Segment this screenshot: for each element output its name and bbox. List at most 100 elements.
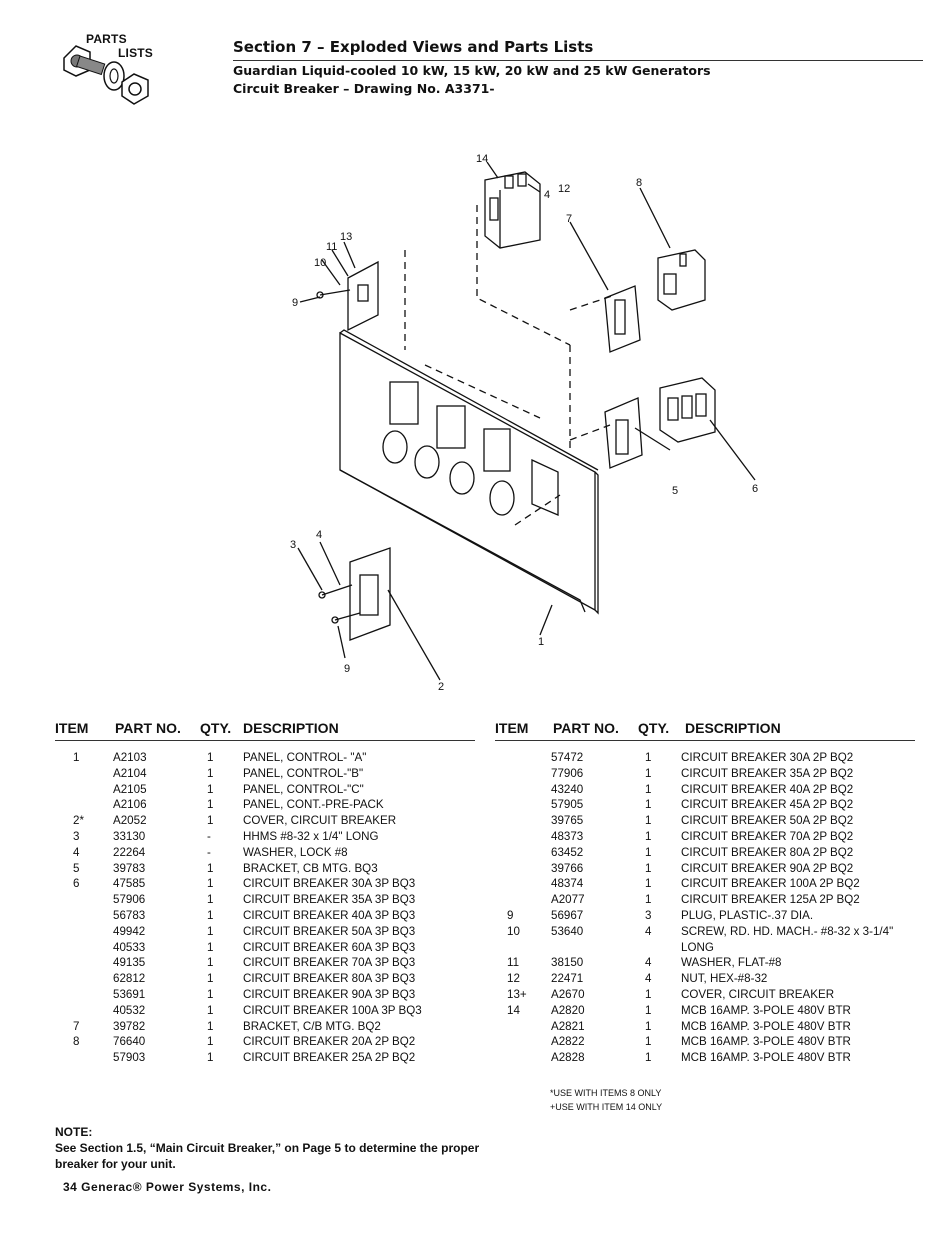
row-qty: 1 (645, 987, 652, 1001)
row-part-no: 48374 (551, 877, 584, 891)
row-qty: 1 (645, 766, 652, 780)
row-item: 7 (73, 1019, 80, 1033)
bracket-5-shape (604, 397, 643, 469)
row-description: MCB 16AMP. 3-POLE 480V BTR (681, 1003, 851, 1017)
row-part-no: A2106 (113, 798, 147, 812)
row-description: CIRCUIT BREAKER 60A 3P BQ3 (243, 940, 416, 954)
callout-label: 7 (566, 213, 572, 225)
row-qty: 1 (645, 1003, 652, 1017)
row-qty: 1 (645, 782, 652, 796)
page-footer: 34 Generac® Power Systems, Inc. (63, 1180, 272, 1194)
row-description: CIRCUIT BREAKER 45A 2P BQ2 (681, 798, 854, 812)
callout-label: 12 (558, 183, 570, 195)
row-description: WASHER, FLAT-#8 (681, 956, 782, 970)
generator-subtitle: Guardian Liquid-cooled 10 kW, 15 kW, 20 … (233, 63, 711, 78)
parts-lists-logo: PARTS LISTS (58, 30, 178, 110)
row-part-no: A2052 (113, 814, 147, 828)
row-qty: 1 (645, 1051, 652, 1065)
row-description: PANEL, CONTROL-"C" (243, 782, 364, 796)
row-qty: 1 (207, 1051, 214, 1065)
row-description: PANEL, CONTROL-"B" (243, 766, 364, 780)
row-qty: 1 (645, 751, 652, 764)
panel-cutout (483, 428, 511, 472)
row-description: CIRCUIT BREAKER 100A 2P BQ2 (681, 877, 860, 891)
row-qty: 1 (207, 940, 214, 954)
row-part-no: 47585 (113, 877, 146, 891)
row-part-no: 48373 (551, 829, 584, 843)
row-part-no: 56967 (551, 908, 584, 922)
col-part-no: PART NO. (553, 720, 619, 736)
row-description: CIRCUIT BREAKER 35A 3P BQ3 (243, 893, 416, 907)
row-part-no: 39783 (113, 861, 146, 875)
table-row: 40533 1 CIRCUIT BREAKER 60A 3P BQ3 (55, 941, 475, 957)
row-description: SCREW, RD. HD. MACH.- #8-32 x 3-1/4" (681, 924, 894, 938)
row-part-no: A2105 (113, 782, 147, 796)
logo-word-parts: PARTS (86, 32, 127, 46)
row-part-no: 77906 (551, 766, 584, 780)
row-qty: 1 (207, 877, 214, 891)
row-qty: 1 (207, 751, 214, 764)
col-item: ITEM (495, 720, 529, 736)
panel-round-cutout (414, 445, 440, 479)
row-item: 8 (73, 1035, 80, 1049)
row-part-no: A2103 (113, 751, 147, 764)
table-row: A2104 1 PANEL, CONTROL-"B" (55, 767, 475, 783)
col-description: DESCRIPTION (685, 720, 781, 736)
row-part-no: A2104 (113, 766, 147, 780)
row-part-no: 57905 (551, 798, 584, 812)
callout-label: 4 (316, 529, 322, 541)
panel-round-cutout (382, 430, 408, 464)
row-item: 13+ (507, 987, 527, 1001)
callout-label: 10 (314, 257, 326, 269)
row-part-no: 56783 (113, 908, 146, 922)
row-description: CIRCUIT BREAKER 40A 3P BQ3 (243, 908, 416, 922)
row-qty: 1 (645, 1035, 652, 1049)
row-item: 9 (507, 908, 514, 922)
row-item: 2* (73, 814, 84, 828)
row-description: CIRCUIT BREAKER 20A 2P BQ2 (243, 1035, 416, 1049)
row-description: BRACKET, CB MTG. BQ3 (243, 861, 378, 875)
row-part-no: 39782 (113, 1019, 146, 1033)
panel-round-cutout (449, 461, 475, 495)
col-description: DESCRIPTION (243, 720, 339, 736)
row-part-no: 57903 (113, 1051, 146, 1065)
row-qty: 1 (207, 987, 214, 1001)
section-title: Section 7 – Exploded Views and Parts Lis… (233, 38, 923, 61)
row-description: WASHER, LOCK #8 (243, 845, 348, 859)
row-qty: 1 (645, 829, 652, 843)
row-item: 14 (507, 1003, 520, 1017)
callout-label: 6 (752, 483, 758, 495)
bracket-7-shape (604, 285, 641, 353)
row-description: CIRCUIT BREAKER 90A 2P BQ2 (681, 861, 854, 875)
row-qty: 1 (645, 861, 652, 875)
row-description: MCB 16AMP. 3-POLE 480V BTR (681, 1035, 851, 1049)
row-description: CIRCUIT BREAKER 50A 2P BQ2 (681, 814, 854, 828)
callout-label: 11 (326, 241, 337, 253)
row-part-no: 40533 (113, 940, 146, 954)
row-description: MCB 16AMP. 3-POLE 480V BTR (681, 1019, 851, 1033)
row-qty: 1 (207, 766, 214, 780)
row-description: BRACKET, C/B MTG. BQ2 (243, 1019, 381, 1033)
table-row: 39766 1 CIRCUIT BREAKER 90A 2P BQ2 (495, 862, 915, 878)
row-part-no: 39766 (551, 861, 584, 875)
col-item: ITEM (55, 720, 89, 736)
col-qty: QTY. (200, 720, 232, 736)
row-part-no: 49942 (113, 924, 146, 938)
